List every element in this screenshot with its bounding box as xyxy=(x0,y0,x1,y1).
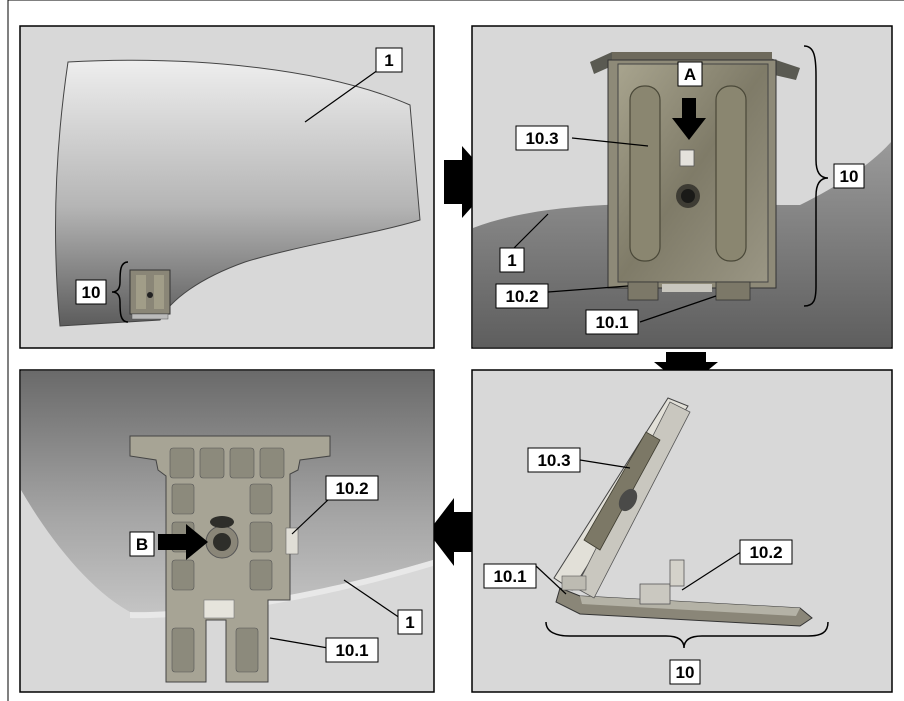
callout-clip: 10.1 xyxy=(595,313,628,332)
arrow-right-b-icon xyxy=(158,524,208,560)
slider-small xyxy=(129,269,171,320)
panel-window-overview: 1 10 xyxy=(19,25,435,349)
callout-base: 10.2 xyxy=(335,479,368,498)
panel-slider-installed: B 10.2 1 10.1 xyxy=(19,369,435,693)
callout-cover: 10.3 xyxy=(525,129,558,148)
arrow-right-icon xyxy=(444,146,494,218)
callout-arrow-a: A xyxy=(684,65,696,84)
callout-arrow-b: B xyxy=(136,535,148,554)
callout-slider: 10 xyxy=(82,283,101,302)
arrow-down-icon xyxy=(672,98,706,140)
callout-base: 10.2 xyxy=(749,543,782,562)
callout-assembly: 10 xyxy=(676,663,695,682)
callout-window: 1 xyxy=(507,251,516,270)
slider-assembly xyxy=(590,52,800,301)
callout-clip: 10.1 xyxy=(493,567,526,586)
callout-cover: 10.3 xyxy=(537,451,570,470)
arrow-left-icon xyxy=(428,498,472,566)
bracket-assembly xyxy=(803,45,829,307)
callout-assembly: 10 xyxy=(840,167,859,186)
callout-clip: 10.1 xyxy=(335,641,368,660)
slider-base-plate xyxy=(129,435,331,683)
bracket-assembly-bottom xyxy=(545,621,829,649)
callout-window: 1 xyxy=(405,613,414,632)
window-glass xyxy=(55,59,421,327)
callout-base: 10.2 xyxy=(505,287,538,306)
panel-slider-opened: 10.3 10.2 10.1 10 xyxy=(471,369,893,693)
callout-window: 1 xyxy=(384,51,393,70)
panel-slider-closeup: A 10.3 1 10 10.2 10.1 xyxy=(471,25,893,349)
bracket-10 xyxy=(111,261,129,323)
